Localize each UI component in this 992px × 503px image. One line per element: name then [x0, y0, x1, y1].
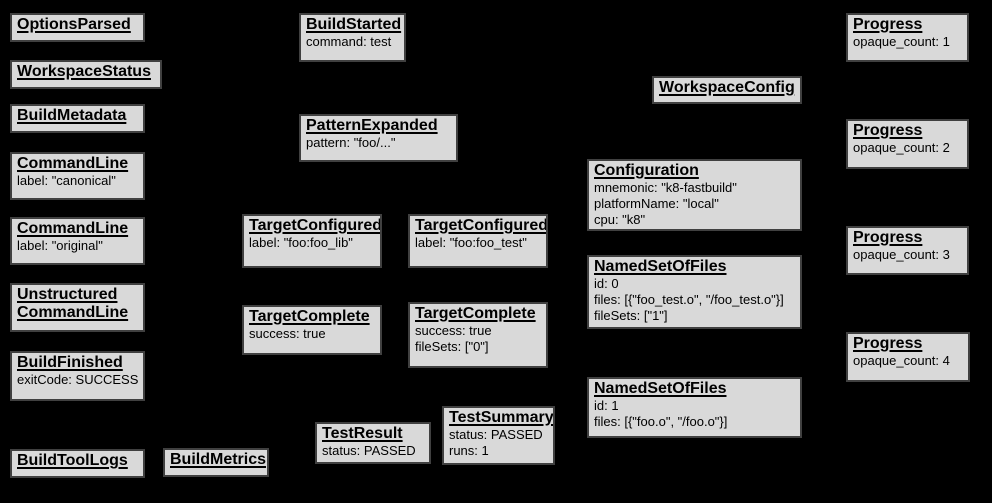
node-build-metrics: BuildMetrics: [163, 448, 269, 477]
node-field: id: 0: [594, 276, 619, 291]
node-build-tool-logs: BuildToolLogs: [10, 449, 145, 478]
node-title: NamedSetOfFiles: [594, 258, 727, 275]
node-field: exitCode: SUCCESS: [17, 372, 139, 387]
node-title: BuildFinished: [17, 354, 123, 371]
node-title: NamedSetOfFiles: [594, 380, 727, 397]
node-title: TargetConfigured: [415, 217, 548, 234]
node-title: PatternExpanded: [306, 117, 438, 134]
node-title: Progress: [853, 16, 923, 33]
node-field: label: "foo:foo_test": [415, 235, 527, 250]
node-title: TargetConfigured: [249, 217, 382, 234]
node-field: files: [{"foo.o", "/foo.o"}]: [594, 414, 728, 429]
node-field: success: true: [249, 326, 326, 341]
node-field: files: [{"foo_test.o", "/foo_test.o"}]: [594, 292, 784, 307]
node-title: CommandLine: [17, 220, 129, 237]
node-field: opaque_count: 1: [853, 34, 950, 49]
node-title: OptionsParsed: [17, 16, 131, 33]
node-title: BuildStarted: [306, 16, 402, 33]
node-field: status: PASSED: [449, 427, 543, 442]
node-title: Progress: [853, 229, 923, 246]
node-field: command: test: [306, 34, 392, 49]
node-title: Progress: [853, 335, 923, 352]
node-title: WorkspaceStatus: [17, 63, 151, 80]
node-field: mnemonic: "k8-fastbuild": [594, 180, 737, 195]
node-field: fileSets: ["0"]: [415, 339, 489, 354]
node-field: fileSets: ["1"]: [594, 308, 668, 323]
node-field: status: PASSED: [322, 443, 416, 458]
node-workspace-status: WorkspaceStatus: [10, 60, 162, 89]
node-field: cpu: "k8": [594, 212, 646, 227]
node-field: runs: 1: [449, 443, 489, 458]
node-field: opaque_count: 2: [853, 140, 950, 155]
node-title: Progress: [853, 122, 923, 139]
node-field: label: "canonical": [17, 173, 116, 188]
node-title: Unstructured CommandLine: [17, 286, 129, 321]
node-field: id: 1: [594, 398, 619, 413]
node-field: opaque_count: 4: [853, 353, 950, 368]
node-title: CommandLine: [17, 155, 129, 172]
node-options-parsed: OptionsParsed: [10, 13, 145, 42]
node-title: WorkspaceConfig: [659, 79, 795, 96]
node-field: label: "original": [17, 238, 103, 253]
node-title: BuildMetrics: [170, 451, 267, 468]
node-build-metadata: BuildMetadata: [10, 104, 145, 133]
node-title: BuildToolLogs: [17, 452, 128, 469]
node-workspace-config: WorkspaceConfig: [652, 76, 802, 104]
node-title: TargetComplete: [415, 305, 536, 322]
node-title: TargetComplete: [249, 308, 370, 325]
node-field: label: "foo:foo_lib": [249, 235, 353, 250]
node-unstructured-command-line: Unstructured CommandLine: [10, 283, 145, 332]
node-field: success: true: [415, 323, 492, 338]
node-title: TestSummary: [449, 409, 554, 426]
node-title: BuildMetadata: [17, 107, 127, 124]
node-field: opaque_count: 3: [853, 247, 950, 262]
node-field: pattern: "foo/...": [306, 135, 396, 150]
node-field: platformName: "local": [594, 196, 719, 211]
node-title: Configuration: [594, 162, 699, 179]
node-title: TestResult: [322, 425, 403, 442]
